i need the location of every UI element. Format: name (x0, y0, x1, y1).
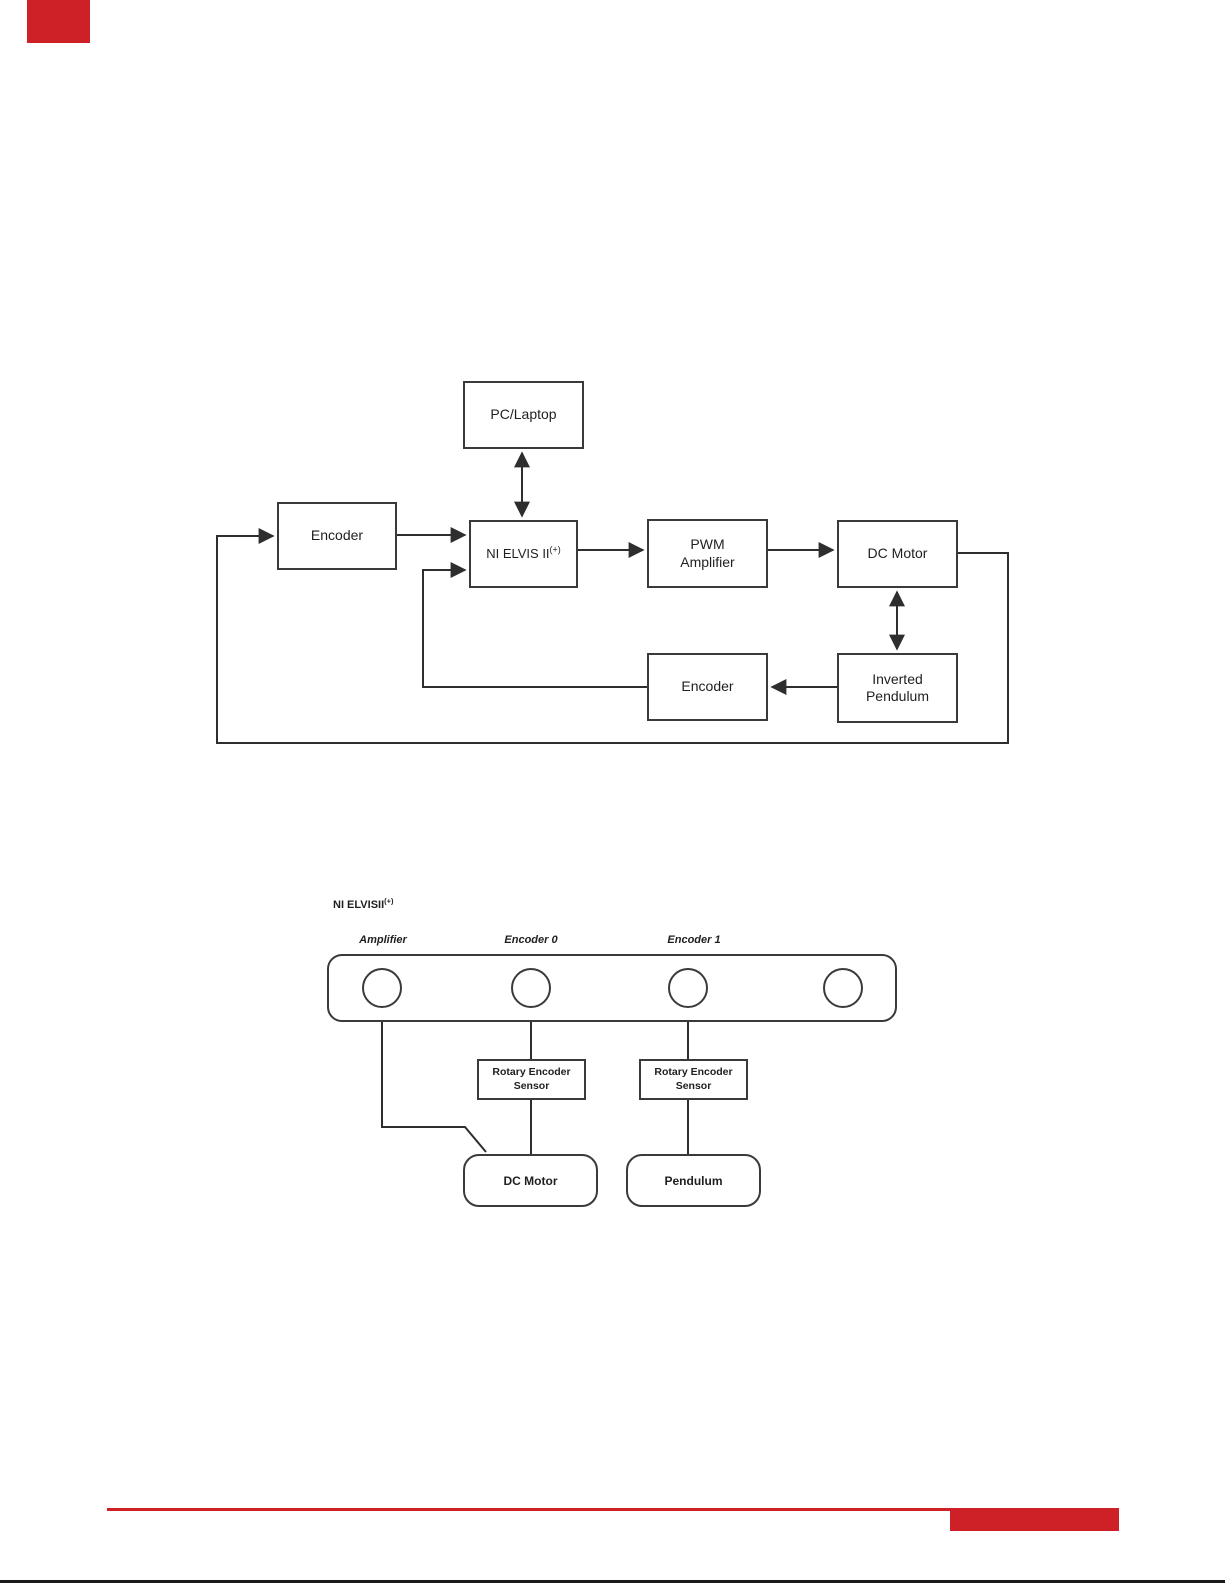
pc-laptop-node: PC/Laptop (463, 381, 584, 449)
link-dcmotor-feedback-to-encoder (216, 528, 1009, 744)
pwm-amplifier-node: PWM Amplifier (647, 519, 768, 588)
wire-amplifier-to-dcmotor (381, 1008, 487, 1153)
rotary-encoder-sensor-right-label: Rotary Encoder Sensor (654, 1065, 733, 1092)
page-bottom-rule (0, 1580, 1225, 1583)
encoder0-port-circle (511, 968, 551, 1008)
encoder1-port-circle (668, 968, 708, 1008)
ni-elvis-node: NI ELVIS II(+) (469, 520, 578, 588)
encoder-bottom-node: Encoder (647, 653, 768, 721)
encoder1-port-label: Encoder 1 (667, 934, 721, 946)
ni-elvis-superscript: (+) (549, 544, 561, 555)
figure2-title-superscript: (+) (384, 896, 394, 906)
pc-laptop-label: PC/Laptop (490, 406, 557, 423)
pendulum-rounded-node: Pendulum (626, 1154, 761, 1207)
rotary-encoder-sensor-left-label: Rotary Encoder Sensor (492, 1065, 571, 1092)
footer-red-bar (950, 1508, 1119, 1531)
encoder-top-node: Encoder (277, 502, 397, 570)
amplifier-port-label: Amplifier (359, 934, 407, 946)
inverted-pendulum-node: Inverted Pendulum (837, 653, 958, 723)
link-encoder-to-elvis-lower (422, 562, 647, 688)
encoder0-port-label: Encoder 0 (504, 934, 558, 946)
ni-elvis-label: NI ELVIS II(+) (486, 544, 561, 561)
rotary-encoder-sensor-left-node: Rotary Encoder Sensor (477, 1059, 586, 1100)
encoder-top-label: Encoder (310, 527, 364, 544)
inverted-pendulum-label: Inverted Pendulum (865, 670, 930, 705)
elvis-board-outline (327, 954, 897, 1022)
pendulum-rounded-label: Pendulum (664, 1173, 723, 1188)
amplifier-port-circle (362, 968, 402, 1008)
dc-motor-rounded-label: DC Motor (503, 1173, 558, 1188)
page-corner-accent (27, 0, 90, 43)
dc-motor-node: DC Motor (837, 520, 958, 588)
spare-port-circle (823, 968, 863, 1008)
encoder-bottom-label: Encoder (681, 678, 734, 695)
dc-motor-rounded-node: DC Motor (463, 1154, 598, 1207)
footer-red-rule (107, 1508, 950, 1511)
figure2-title: NI ELVISII(+) (333, 896, 394, 911)
dc-motor-label: DC Motor (867, 545, 928, 562)
rotary-encoder-sensor-right-node: Rotary Encoder Sensor (639, 1059, 748, 1100)
pwm-amplifier-label: PWM Amplifier (680, 536, 735, 570)
